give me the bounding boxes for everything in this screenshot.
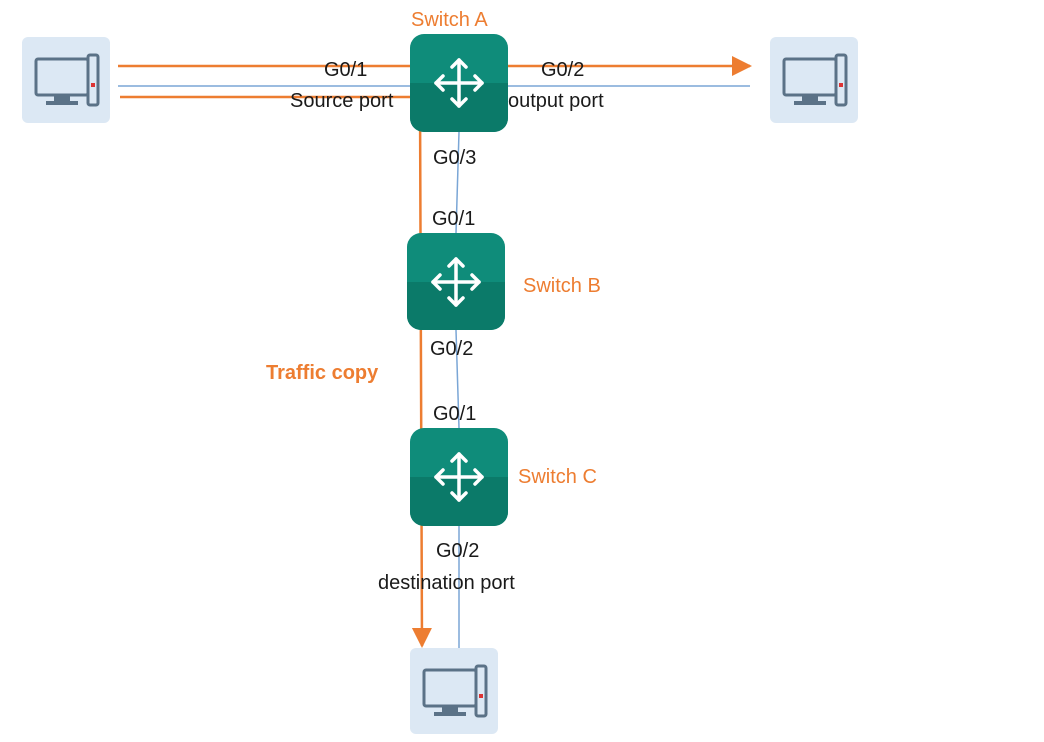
switch-b-port-g01-label: G0/1 [432,208,475,230]
switch-a-port-g02-label: G0/2 [541,59,584,81]
switch-b[interactable] [407,233,505,330]
link-switch-b-to-switch-c [455,329,460,429]
switch-b-label: Switch B [523,275,601,297]
four-way-arrows-router-icon [434,452,484,502]
switch-c-label: Switch C [518,466,597,488]
switch-a-port-g03-label: G0/3 [433,147,476,169]
desktop-computer-icon [782,53,848,107]
switch-a-label: Switch A [411,9,488,31]
four-way-arrows-router-icon [434,58,484,108]
host-right[interactable] [770,37,858,123]
switch-c[interactable] [410,428,508,526]
host-bottom[interactable] [410,648,498,734]
desktop-computer-icon [34,53,100,107]
switch-c-port-g02-label: G0/2 [436,540,479,562]
switch-a[interactable] [410,34,508,132]
four-way-arrows-router-icon [431,257,481,307]
host-left[interactable] [22,37,110,123]
switch-a-port-g01-label: G0/1 [324,59,367,81]
desktop-computer-icon [422,664,488,718]
output-port-label: output port [508,90,604,112]
link-switch-a-to-switch-b [455,131,460,234]
switch-b-port-g02-label: G0/2 [430,338,473,360]
source-port-label: Source port [290,90,394,112]
switch-c-port-g01-label: G0/1 [433,403,476,425]
traffic-copy-label: Traffic copy [266,362,379,384]
destination-port-label: destination port [378,572,515,594]
